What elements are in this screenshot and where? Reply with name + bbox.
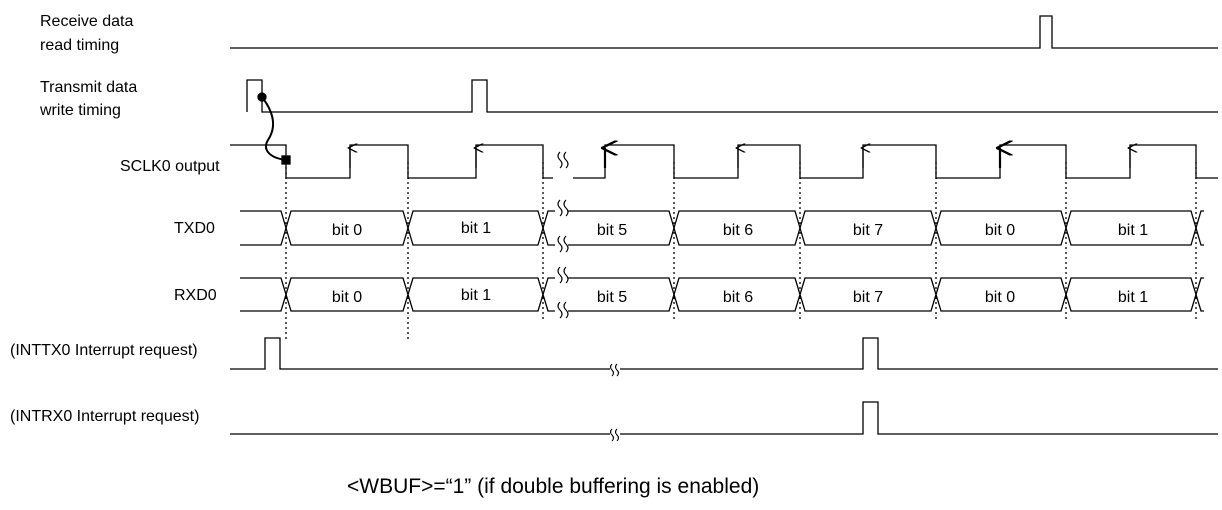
txd-label: TXD0 xyxy=(174,220,215,237)
sclk-waveform-part1 xyxy=(230,144,553,179)
sclk-label: SCLK0 output xyxy=(120,158,220,175)
txd-bit-label: bit 1 xyxy=(461,220,491,237)
write-point-marker xyxy=(257,92,267,102)
txd-bit-label: bit 0 xyxy=(985,222,1015,239)
rxd-bit-label: bit 5 xyxy=(597,289,627,306)
txd-bit-label: bit 7 xyxy=(853,222,883,239)
receive-read-waveform xyxy=(230,15,1218,49)
rxd-bit-label: bit 7 xyxy=(853,289,883,306)
break-symbol xyxy=(557,151,620,442)
write-to-sclk-arrow xyxy=(261,96,287,161)
rxd-bit-label: bit 6 xyxy=(723,289,753,306)
diagram-caption: <WBUF>=“1” (if double buffering is enabl… xyxy=(347,475,760,498)
txd-bus xyxy=(240,210,1204,246)
txd-bit-label: bit 6 xyxy=(723,222,753,239)
txd-bit-label: bit 5 xyxy=(597,222,627,239)
receive-data-label-line1: Receive data xyxy=(40,13,134,30)
sclk-waveform-part2 xyxy=(573,144,1218,179)
inttx-label: (INTTX0 Interrupt request) xyxy=(10,342,198,359)
txd-bit-label: bit 0 xyxy=(332,222,362,239)
rxd-bus xyxy=(240,277,1204,312)
intrx-label: (INTRX0 Interrupt request) xyxy=(10,408,200,425)
rxd-bit-label: bit 1 xyxy=(1118,289,1148,306)
intrx-waveform-cont xyxy=(620,401,1218,435)
transmit-data-label-line2: write timing xyxy=(40,102,121,119)
txd-bit-label: bit 1 xyxy=(1118,222,1148,239)
rxd-bit-label: bit 0 xyxy=(332,289,362,306)
rxd-bit-label: bit 1 xyxy=(461,287,491,304)
transmit-data-label-line1: Transmit data xyxy=(40,79,138,96)
inttx-waveform xyxy=(230,337,610,370)
transmit-write-waveform xyxy=(246,79,1218,113)
inttx-waveform-cont xyxy=(620,337,1218,370)
rxd-bit-label: bit 0 xyxy=(985,289,1015,306)
rxd-label: RXD0 xyxy=(174,287,217,304)
receive-data-label-line2: read timing xyxy=(40,37,120,54)
